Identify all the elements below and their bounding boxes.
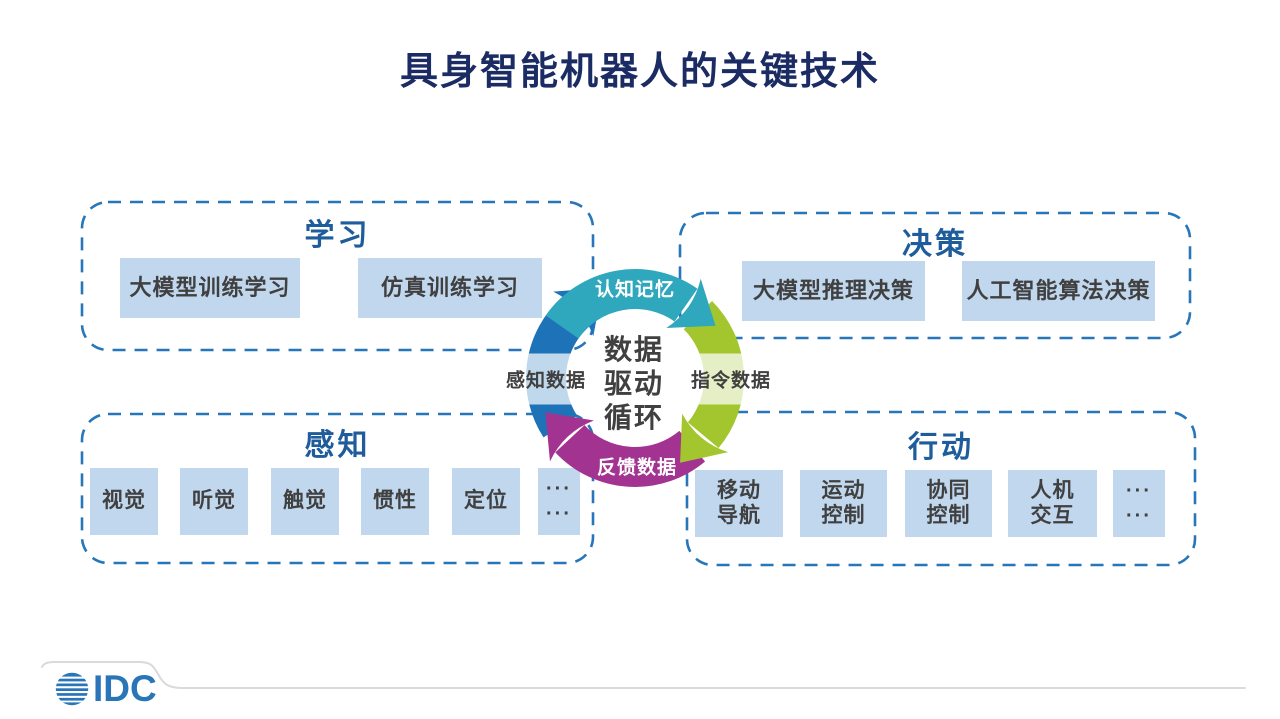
cycle-label-cognitive-memory: 认知记忆 [594,279,676,301]
perception-box-inertia: 惯性 [361,468,429,535]
panel-learning: 学习 大模型训练学习 仿真训练学习 [80,200,595,352]
cycle-label-perception-data: 感知数据 [502,353,590,405]
decision-box-ai-algorithm: 人工智能算法决策 [962,261,1155,321]
action-box-more: ··· ··· [1113,470,1165,537]
cycle-label-feedback-data: 反馈数据 [596,457,678,479]
panel-perception: 感知 视觉 听觉 触觉 惯性 定位 ··· ··· [80,412,595,565]
perception-box-hearing: 听觉 [180,468,248,535]
panel-learning-border [80,200,595,352]
panel-perception-border [80,412,595,565]
perception-box-touch: 触觉 [271,468,339,535]
panel-decision: 决策 大模型推理决策 人工智能算法决策 [678,211,1192,340]
arc-feedback-data [545,412,706,487]
action-box-human-machine-interaction: 人机 交互 [1008,470,1097,537]
perception-box-vision: 视觉 [90,468,158,535]
idc-globe-icon [55,672,89,705]
panel-decision-border [678,211,1192,340]
learning-box-llm-training: 大模型训练学习 [120,258,300,318]
idc-logo: IDC [55,670,157,707]
page-title: 具身智能机器人的关键技术 [399,51,880,93]
panel-learning-title: 学习 [304,219,371,252]
action-box-mobile-navigation: 移动 导航 [695,470,783,537]
panel-action: 行动 移动 导航 运动 控制 协同 控制 人机 交互 ··· ··· [685,410,1197,567]
cycle-label-command-data: 指令数据 [687,353,775,405]
panel-action-border [685,410,1197,567]
decision-box-llm-reasoning: 大模型推理决策 [742,261,925,321]
panel-decision-title: 决策 [902,228,968,261]
learning-box-sim-training: 仿真训练学习 [358,258,542,318]
perception-box-positioning: 定位 [452,468,520,535]
arc-cognitive-memory [545,269,716,340]
idc-logo-text: IDC [93,668,157,709]
panel-action-title: 行动 [908,431,974,464]
action-box-motion-control: 运动 控制 [800,470,887,537]
action-box-collaborative-control: 协同 控制 [905,470,992,537]
perception-box-more: ··· ··· [538,468,580,535]
panel-perception-title: 感知 [304,429,371,462]
cycle-center-text: 数据 驱动 循环 [603,333,665,434]
